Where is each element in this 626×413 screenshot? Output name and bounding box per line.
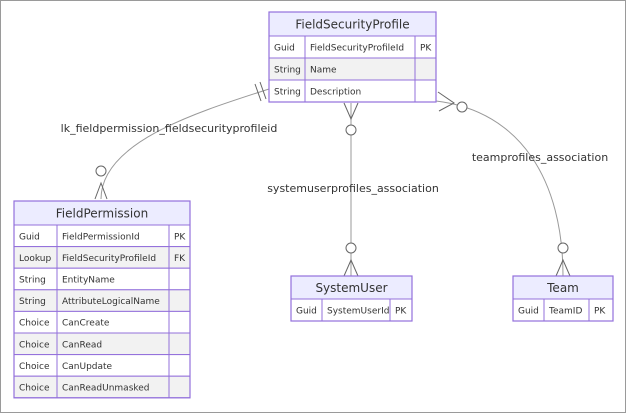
zero-marker (95, 165, 107, 177)
attribute-name: FieldSecurityProfileId (62, 254, 156, 264)
relationship-line-team (435, 100, 564, 277)
attribute-type: String (19, 297, 46, 307)
relationship-label-team: teamprofiles_association (472, 151, 608, 164)
many-marker (437, 91, 455, 112)
attribute-type: Guid (296, 307, 317, 317)
attribute-type: Guid (274, 44, 295, 54)
entity-attribute-row: Lookup FieldSecurityProfileId FK (13, 246, 191, 269)
attribute-name: EntityName (62, 276, 115, 286)
entity-attribute-row: Choice CanRead (13, 332, 191, 356)
zero-marker (345, 124, 357, 136)
entity-attribute-row: Choice CanCreate (13, 310, 191, 334)
one-marker (259, 81, 267, 100)
relationship-label-field-permission: lk_fieldpermission_fieldsecurityprofilei… (61, 122, 278, 135)
attribute-name: FieldPermissionId (62, 232, 140, 242)
entity-attribute-row: String Name (268, 57, 437, 81)
entity-border (268, 11, 437, 103)
attribute-type: Choice (19, 384, 50, 394)
attribute-type: Choice (19, 319, 50, 329)
attribute-key: PK (395, 307, 407, 317)
relationship-line-field-permission (100, 88, 270, 200)
entity-attribute-row: String AttributeLogicalName (13, 289, 191, 312)
entity-attribute-row: Guid FieldPermissionId PK (13, 224, 191, 248)
attribute-type: String (274, 88, 301, 98)
attribute-key: PK (174, 232, 186, 242)
attribute-type: Choice (19, 340, 50, 350)
attribute-name: CanUpdate (62, 362, 113, 372)
entity-title: FieldSecurityProfile (295, 18, 409, 32)
attribute-name: CanCreate (62, 319, 110, 329)
entity-attribute-row: String Description (268, 79, 437, 103)
attribute-name: TeamID (548, 307, 582, 317)
entity-title-bg (13, 200, 191, 226)
entity-attribute-row: Guid SystemUserId PK (290, 298, 413, 322)
zero-marker (557, 242, 569, 254)
zero-marker (456, 101, 468, 113)
attribute-name: Description (310, 88, 361, 98)
many-marker (343, 102, 359, 121)
attribute-type: Lookup (19, 254, 52, 264)
entity-title: Team (546, 281, 579, 295)
entity-border (290, 275, 413, 322)
entity-border (512, 275, 614, 322)
attribute-key: FK (174, 254, 186, 264)
entity-attribute-row: Guid FieldSecurityProfileId PK (268, 35, 437, 59)
attribute-type: String (19, 276, 46, 286)
many-marker (94, 181, 108, 200)
attribute-type: String (274, 66, 301, 76)
attribute-name: CanReadUnmasked (62, 384, 150, 394)
attribute-name: FieldSecurityProfileId (310, 44, 404, 54)
attribute-type: Guid (19, 232, 40, 242)
zero-marker (345, 242, 357, 254)
attribute-key: PK (420, 44, 432, 54)
entity-attribute-row: Choice CanReadUnmasked (13, 375, 191, 399)
one-marker (254, 83, 262, 102)
many-marker (343, 258, 359, 277)
entity-title: SystemUser (315, 281, 387, 295)
entity-title: FieldPermission (56, 207, 148, 221)
attribute-name: SystemUserId (327, 307, 389, 317)
attribute-name: Name (310, 66, 337, 76)
entity-attribute-row: Choice CanUpdate (13, 354, 191, 377)
attribute-name: CanRead (62, 340, 102, 350)
entity-attribute-row: String EntityName (13, 267, 191, 291)
many-marker (555, 258, 571, 277)
entity-attribute-row: Guid TeamID PK (512, 298, 614, 322)
attribute-name: AttributeLogicalName (62, 297, 160, 307)
attribute-key: PK (594, 307, 606, 317)
attribute-type: Choice (19, 362, 50, 372)
relationship-label-system-user: systemuserprofiles_association (267, 182, 439, 195)
attribute-type: Guid (518, 307, 539, 317)
entity-border (13, 200, 191, 399)
